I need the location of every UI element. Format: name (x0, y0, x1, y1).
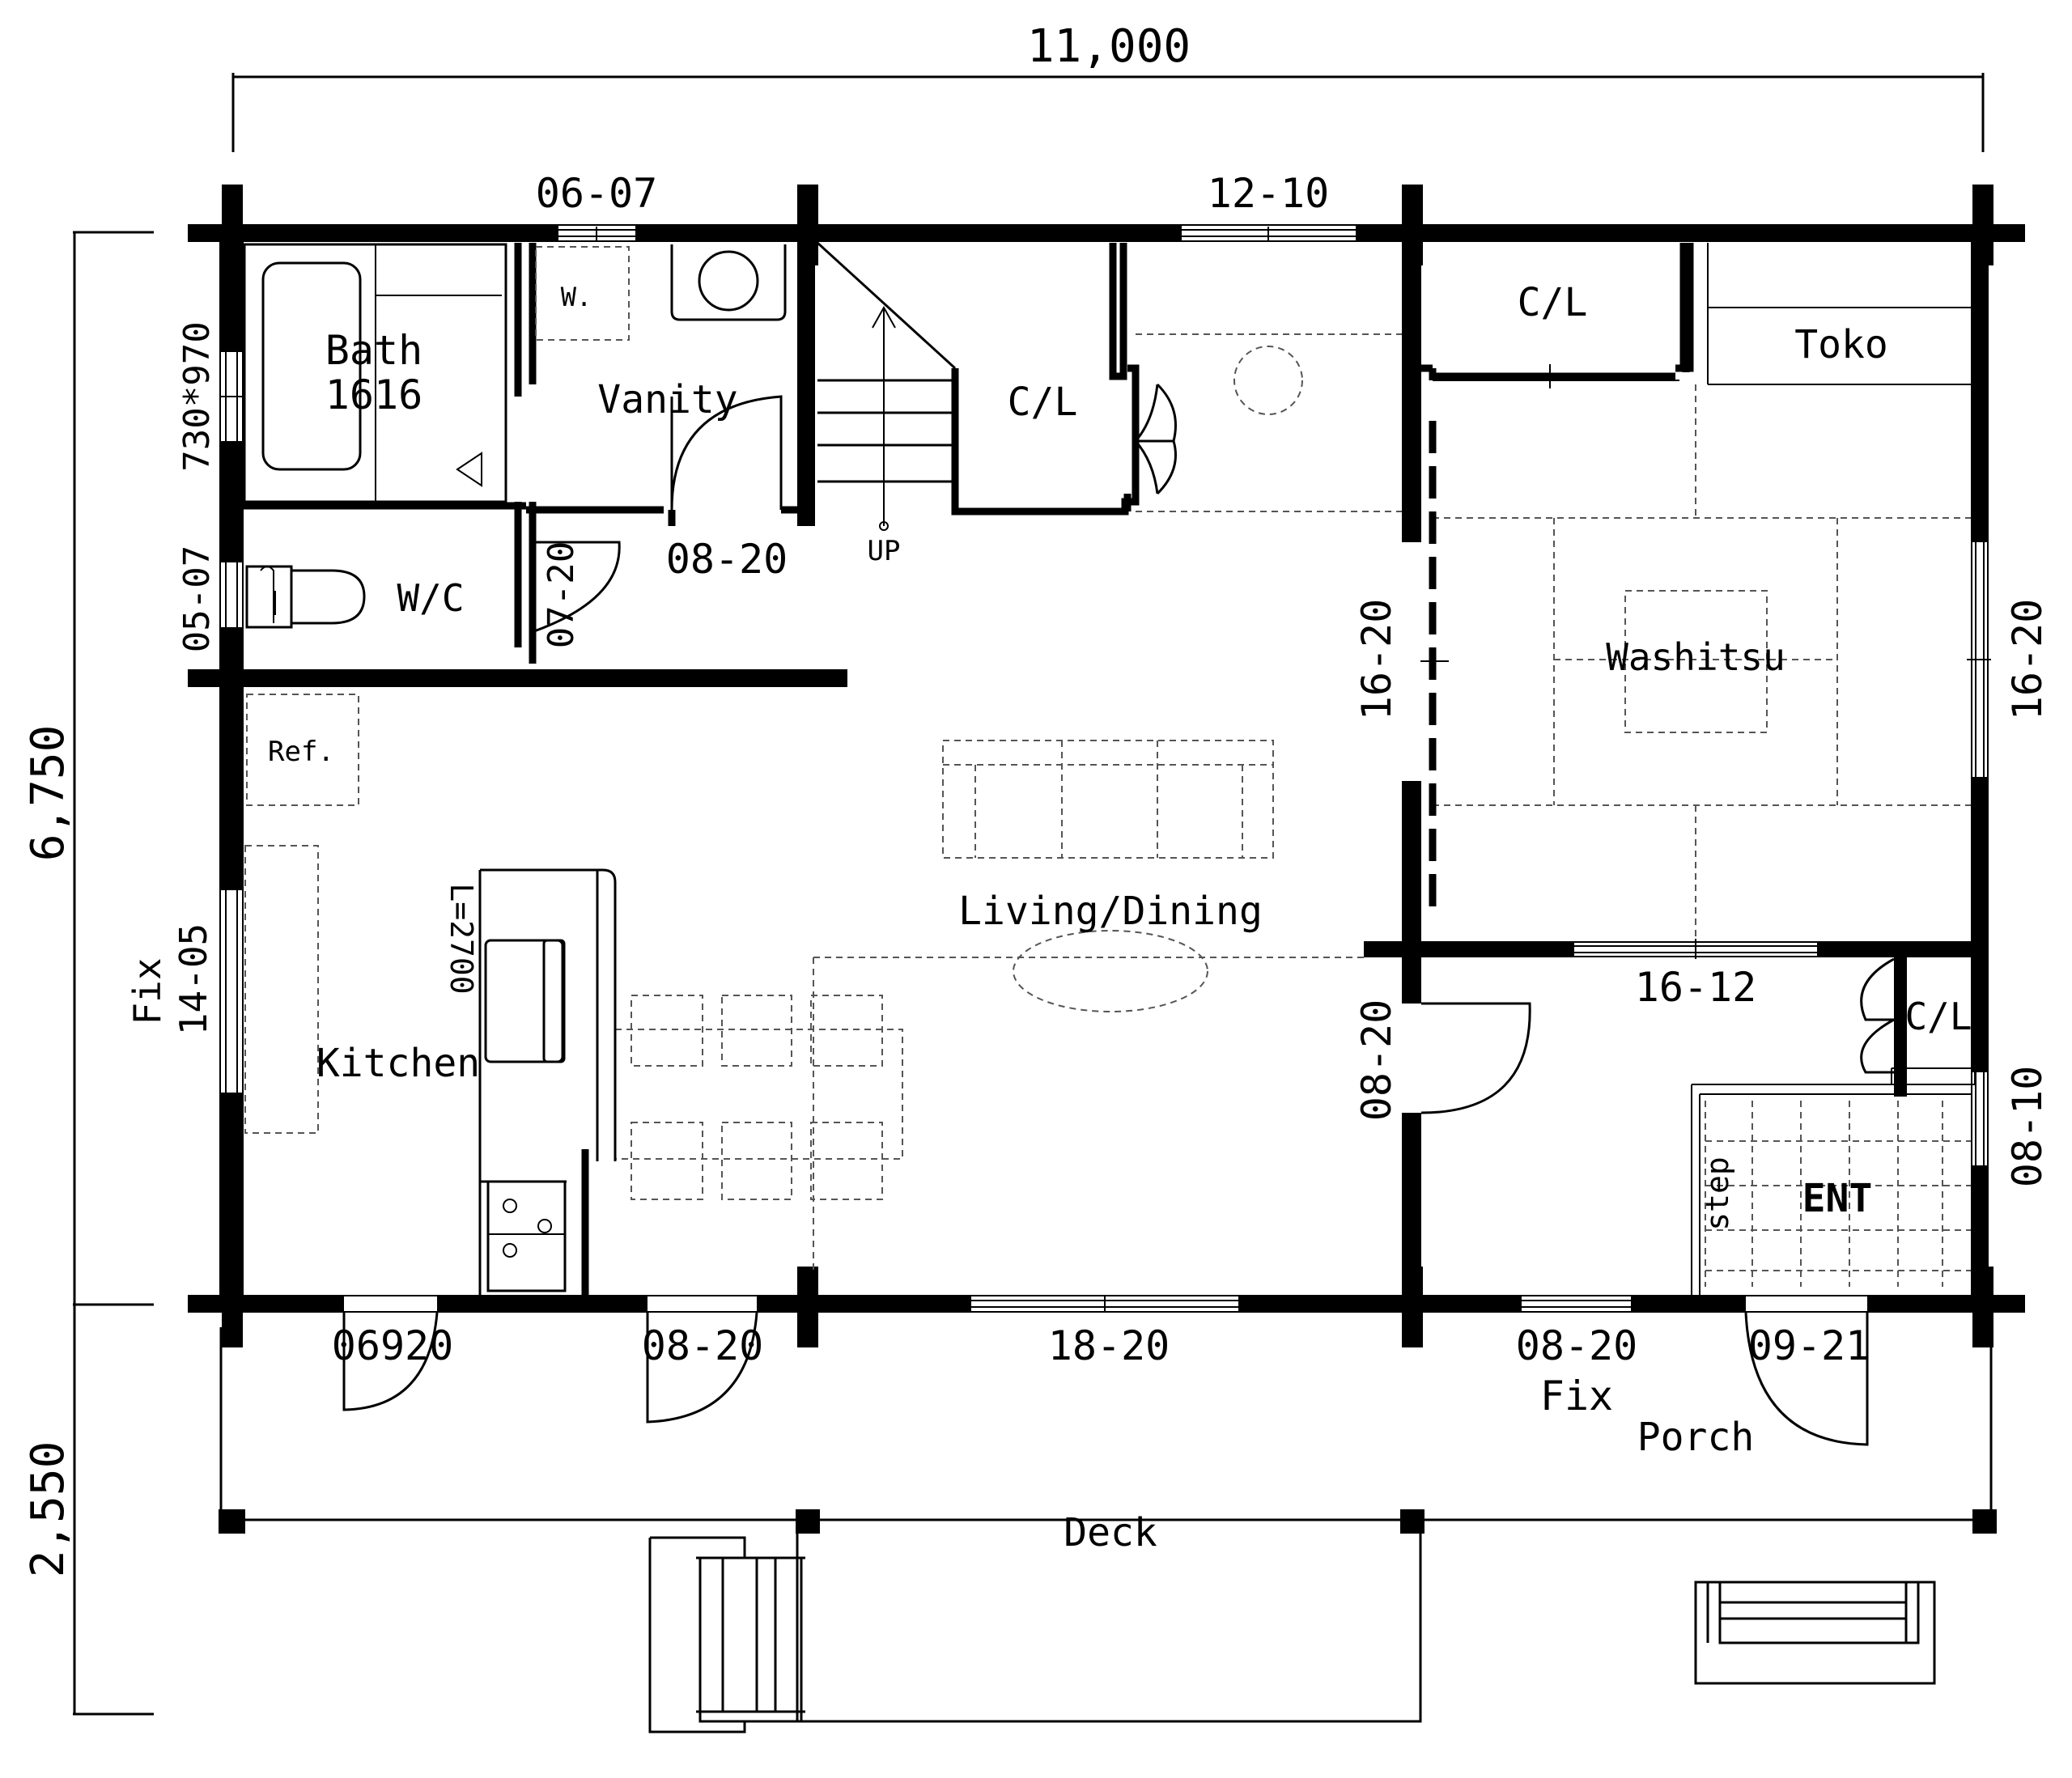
label-washitsu: Washitsu (1606, 635, 1785, 679)
wc-fixtures (245, 565, 366, 629)
exterior-walls (188, 224, 2025, 1313)
label-step: step (1700, 1156, 1735, 1231)
dim-depth-deck: 2,550 (22, 1441, 74, 1578)
wall-posts (188, 185, 2025, 1347)
dim-width: 11,000 (1027, 20, 1191, 73)
closet-door-swings (1134, 383, 1895, 1074)
label-closet-washitsu: C/L (1518, 280, 1588, 325)
stairs (816, 241, 957, 531)
opening-wc-window: 05-07 (176, 545, 218, 652)
opening-top-bath-window: 06-07 (536, 170, 658, 217)
opening-washitsu-south: 16-12 (1635, 964, 1757, 1011)
opening-top-closet-window: 12-10 (1208, 170, 1330, 217)
label-living-dining: Living/Dining (958, 889, 1263, 934)
opening-entry-door: 09-21 (1748, 1322, 1870, 1369)
label-washer: W. (561, 282, 592, 312)
label-stair-up: UP (868, 535, 901, 567)
dimension-lines (73, 73, 1985, 1716)
kitchen-fixtures (244, 694, 617, 1295)
label-porch: Porch (1637, 1415, 1755, 1460)
label-entry: ENT (1802, 1176, 1873, 1221)
opening-vanity-door: 08-20 (666, 536, 788, 583)
label-wc: W/C (397, 576, 464, 620)
label-deck: Deck (1064, 1510, 1157, 1555)
label-refrigerator: Ref. (268, 736, 334, 768)
window-openings (220, 226, 1991, 1311)
opening-bottom-door-2: 08-20 (642, 1322, 764, 1369)
interior-walls (243, 194, 1989, 1323)
label-bath: Bath (325, 327, 422, 374)
label-kitchen: Kitchen (316, 1041, 480, 1086)
dim-depth-main: 6,750 (22, 725, 74, 862)
opening-bottom-fix-window: 08-20 (1516, 1322, 1638, 1369)
living-furniture (813, 740, 1364, 1271)
opening-kitchen-window: 14-05 (172, 923, 215, 1035)
doors (342, 395, 1869, 1446)
opening-bottom-kitchen-door: 06920 (332, 1322, 454, 1369)
bath-fixtures (243, 243, 787, 503)
label-closet-stair: C/L (1008, 380, 1078, 425)
opening-living-door: 08-20 (1353, 999, 1400, 1122)
label-vanity: Vanity (597, 377, 737, 422)
text-labels: 11,000 6,750 2,550 Bath 1616 Vanity W. W… (22, 20, 2051, 1577)
opening-bath-side-window: 730*970 (176, 321, 218, 471)
opening-bottom-living-window: 18-20 (1048, 1322, 1170, 1369)
dashed-hall-area (1136, 333, 1402, 512)
entry-area (1691, 1084, 1975, 1295)
washitsu-tatami (1420, 243, 1971, 939)
label-toko: Toko (1794, 322, 1888, 367)
dining-set (614, 995, 903, 1200)
opening-washitsu-east: 16-20 (2004, 599, 2051, 721)
label-closet-entry: C/L (1904, 995, 1972, 1038)
deck-porch (219, 1327, 1997, 1733)
label-counter-length: L=2700 (444, 883, 479, 994)
opening-wc-door: 07-20 (541, 541, 582, 648)
label-bath-size: 1616 (325, 371, 422, 418)
opening-washitsu-west: 16-20 (1353, 599, 1400, 721)
opening-kitchen-fix: Fix (125, 957, 169, 1025)
opening-bottom-fix-label: Fix (1540, 1373, 1613, 1419)
opening-entry-window: 08-10 (2004, 1066, 2051, 1188)
